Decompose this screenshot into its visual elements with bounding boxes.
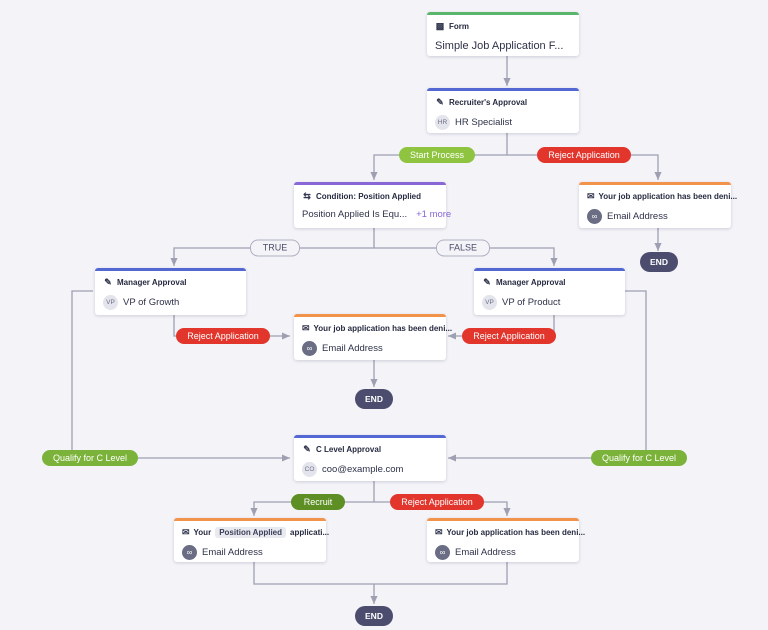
- mail-icon: ✉: [182, 527, 190, 537]
- link-icon: ∞: [302, 341, 317, 356]
- recruit-label[interactable]: Recruit: [291, 494, 345, 510]
- condition-node[interactable]: ⇆ Condition: Position Applied Position Ap…: [294, 182, 451, 228]
- reject-application-label[interactable]: Reject Application: [176, 328, 270, 344]
- node-title: Recruiter's Approval: [449, 98, 528, 107]
- approval-icon: ✎: [483, 277, 491, 287]
- node-title: Your job application has been deni...: [446, 528, 586, 537]
- connector-qualify-right: [448, 290, 647, 462]
- manager-approval-product-node[interactable]: ✎ Manager Approval VP VP of Product: [474, 268, 625, 315]
- avatar: VP: [103, 295, 118, 310]
- more-link[interactable]: +1 more: [416, 209, 452, 220]
- link-icon: ∞: [182, 545, 197, 560]
- reject-application-label[interactable]: Reject Application: [537, 147, 631, 163]
- node-title: Manager Approval: [496, 278, 566, 287]
- recruiter-approval-node[interactable]: ✎ Recruiter's Approval HR HR Specialist: [427, 88, 579, 133]
- node-body: Email Address: [455, 547, 516, 558]
- node-title: Manager Approval: [117, 278, 187, 287]
- start-process-label[interactable]: Start Process: [399, 147, 475, 163]
- avatar: VP: [482, 295, 497, 310]
- mail-icon: ✉: [302, 323, 310, 333]
- node-title-suffix: applicati...: [290, 528, 330, 537]
- node-body: Email Address: [202, 547, 263, 558]
- mail-icon: ✉: [435, 527, 443, 537]
- email-rejected-mid-node[interactable]: ✉Your job application has been deni... ∞…: [294, 314, 452, 360]
- document-icon: ▩: [435, 21, 445, 31]
- node-body: Simple Job Application F...: [435, 40, 564, 52]
- connector-bottom-merge: [253, 562, 508, 585]
- node-body: Email Address: [607, 211, 668, 222]
- node-title: Form: [449, 22, 469, 31]
- position-applied-tag: Position Applied: [215, 527, 286, 538]
- approval-icon: ✎: [104, 277, 112, 287]
- node-body: VP of Product: [502, 297, 561, 308]
- connector-qualify-left: [71, 290, 290, 462]
- connector-condition-false: [374, 247, 558, 266]
- link-icon: ∞: [587, 209, 602, 224]
- c-level-approval-node[interactable]: ✎ C Level Approval CO coo@example.com: [294, 435, 446, 481]
- email-rejected-top-node[interactable]: ✉Your job application has been deni... ∞…: [579, 182, 737, 228]
- node-body: Email Address: [322, 343, 383, 354]
- condition-icon: ⇆: [303, 191, 311, 201]
- qualify-for-c-level-label[interactable]: Qualify for C Level: [591, 450, 687, 466]
- approval-icon: ✎: [303, 444, 311, 454]
- true-branch-label[interactable]: TRUE: [250, 239, 300, 257]
- node-title: C Level Approval: [316, 445, 382, 454]
- node-title: Your job application has been deni...: [313, 324, 453, 333]
- mail-icon: ✉: [587, 191, 595, 201]
- manager-approval-growth-node[interactable]: ✎ Manager Approval VP VP of Growth: [95, 268, 246, 315]
- node-title: Condition: Position Applied: [316, 192, 422, 201]
- email-rejected-bottom-node[interactable]: ✉Your job application has been deni... ∞…: [427, 518, 585, 562]
- form-node[interactable]: ▩ Form Simple Job Application F...: [427, 12, 579, 56]
- reject-application-label[interactable]: Reject Application: [462, 328, 556, 344]
- end-badge: END: [355, 606, 393, 626]
- node-title: Your job application has been deni...: [598, 192, 738, 201]
- node-title-prefix: Your: [193, 528, 212, 537]
- node-body: VP of Growth: [123, 297, 180, 308]
- link-icon: ∞: [435, 545, 450, 560]
- end-badge: END: [355, 389, 393, 409]
- approval-icon: ✎: [436, 97, 444, 107]
- avatar: CO: [302, 462, 317, 477]
- node-body: Position Applied Is Equ...: [302, 209, 408, 220]
- qualify-for-c-level-label[interactable]: Qualify for C Level: [42, 450, 138, 466]
- node-body: coo@example.com: [322, 464, 404, 475]
- false-branch-label[interactable]: FALSE: [436, 239, 490, 257]
- avatar: HR: [435, 115, 450, 130]
- end-badge: END: [640, 252, 678, 272]
- reject-application-label[interactable]: Reject Application: [390, 494, 484, 510]
- node-body: HR Specialist: [455, 117, 513, 128]
